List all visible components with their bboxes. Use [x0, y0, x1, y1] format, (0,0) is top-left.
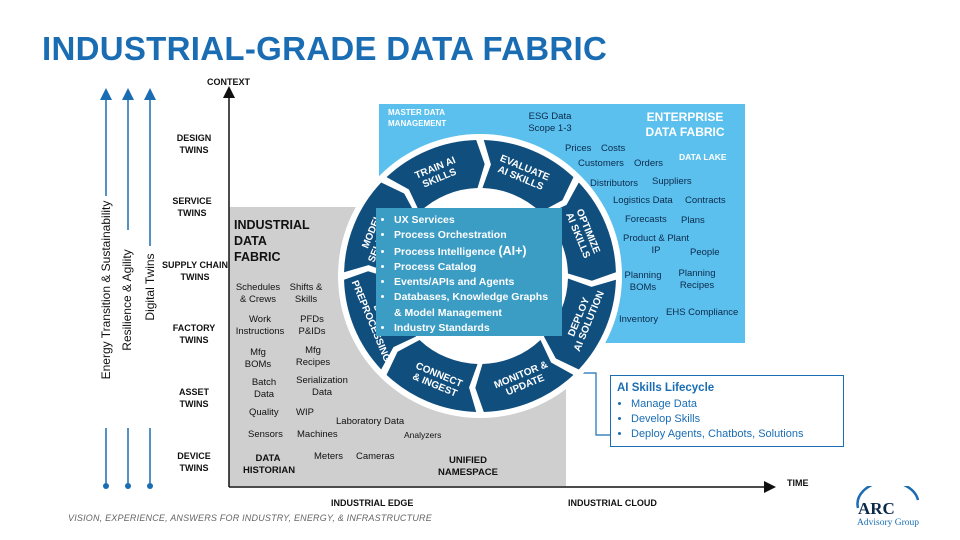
- ent-people: People: [690, 247, 720, 258]
- ent-orders: Orders: [634, 158, 664, 169]
- ring-segment: [386, 339, 478, 412]
- item-pfds: PFDs P&IDs: [298, 314, 326, 337]
- enterprise-fabric-title: ENTERPRISE DATA FABRIC: [645, 110, 725, 139]
- item-shifts: Shifts & Skills: [289, 282, 323, 305]
- item-work-instructions: Work Instructions: [235, 314, 285, 337]
- lifecycle-title: AI Skills Lifecycle: [617, 382, 715, 394]
- resilience-label: Resilience & Agility: [120, 249, 134, 351]
- core-ux: UX Services: [394, 213, 574, 228]
- item-sensors: Sensors: [248, 429, 283, 440]
- lifecycle-connector: [580, 372, 610, 436]
- ent-product-ip: Product & Plant IP: [622, 233, 689, 256]
- ring-segment: [543, 182, 616, 281]
- footer-tagline: VISION, EXPERIENCE, ANSWERS FOR INDUSTRY…: [68, 513, 432, 523]
- digital-twins-label: Digital Twins: [143, 253, 157, 321]
- item-laboratory: Laboratory Data: [336, 416, 405, 427]
- page-title: INDUSTRIAL-GRADE DATA FABRIC: [42, 30, 608, 67]
- ai-plus-badge: (AI+): [498, 243, 527, 258]
- item-machines: Machines: [297, 429, 338, 440]
- ent-plans: Plans: [681, 215, 705, 226]
- core-databases: Databases, Knowledge Graphs& Model Manag…: [394, 290, 574, 321]
- core-catalog: Process Catalog: [394, 260, 574, 275]
- lifecycle-items: Manage Data Develop Skills Deploy Agents…: [617, 397, 803, 442]
- industrial-edge-label: INDUSTRIAL EDGE: [331, 498, 414, 508]
- item-quality: Quality: [249, 407, 279, 418]
- core-intelligence: Process Intelligence (AI+): [394, 244, 574, 260]
- industrial-cloud-label: INDUSTRIAL CLOUD: [568, 498, 657, 508]
- core-services-list: UX Services Process Orchestration Proces…: [382, 213, 574, 336]
- item-wip: WIP: [296, 407, 314, 418]
- ent-forecasts: Forecasts: [625, 214, 667, 225]
- industrial-fabric-title: INDUSTRIAL DATA FABRIC: [234, 218, 310, 264]
- data-lake-label: DATA LAKE: [679, 152, 727, 162]
- lifecycle-item: Develop Skills: [631, 412, 803, 427]
- lifecycle-item: Deploy Agents, Chatbots, Solutions: [631, 427, 803, 442]
- lifecycle-item: Manage Data: [631, 397, 803, 412]
- ent-planning-boms: Planning BOMs: [624, 270, 662, 293]
- core-orchestration: Process Orchestration: [394, 228, 574, 243]
- ring-segment: [543, 278, 616, 370]
- ring-segment: [482, 140, 574, 213]
- arc-logo-icon: [856, 486, 920, 509]
- twin-factory: FACTORY TWINS: [172, 323, 216, 345]
- item-batch-data: Batch Data: [251, 377, 277, 400]
- ent-suppliers: Suppliers: [652, 176, 692, 187]
- ent-planning-recipes: Planning Recipes: [678, 268, 716, 291]
- item-mfg-boms: Mfg BOMs: [244, 347, 272, 370]
- ring-segment: [386, 140, 485, 213]
- ent-costs: Costs: [601, 143, 626, 154]
- arc-logo-sub: Advisory Group: [857, 518, 920, 528]
- x-axis-label: TIME: [787, 478, 809, 488]
- item-meters: Meters: [314, 451, 344, 462]
- ent-esg: ESG Data Scope 1-3: [528, 111, 572, 134]
- arc-logo-main: ARC: [858, 499, 895, 518]
- ent-distributors: Distributors: [590, 178, 639, 189]
- lifecycle-legend: AI Skills Lifecycle Manage Data Develop …: [610, 375, 844, 447]
- core-services-box: [376, 208, 562, 336]
- ent-inventory: Inventory: [619, 314, 659, 325]
- ent-contracts: Contracts: [685, 195, 726, 206]
- ring-segment: [475, 339, 574, 412]
- unified-namespace: UNIFIED NAMESPACE: [438, 455, 498, 478]
- item-serialization: Serialization Data: [296, 375, 348, 398]
- ent-ehs: EHS Compliance: [666, 307, 739, 318]
- core-events: Events/APIs and Agents: [394, 275, 574, 290]
- twin-design: DESIGN TWINS: [176, 133, 212, 155]
- twin-supply-chain: SUPPLY CHAIN TWINS: [161, 260, 229, 282]
- ent-prices: Prices: [565, 143, 592, 154]
- twin-service: SERVICE TWINS: [172, 196, 212, 218]
- twin-device: DEVICE TWINS: [177, 451, 211, 473]
- item-cameras: Cameras: [356, 451, 395, 462]
- ent-logistics: Logistics Data: [613, 195, 673, 206]
- ent-customers: Customers: [578, 158, 624, 169]
- energy-transition-label: Energy Transition & Sustainability: [99, 200, 113, 380]
- data-historian: DATA HISTORIAN: [243, 453, 296, 476]
- twin-asset: ASSET TWINS: [178, 387, 209, 409]
- core-standards: Industry Standards: [394, 321, 574, 336]
- item-mfg-recipes: Mfg Recipes: [295, 345, 331, 368]
- item-schedules: Schedules & Crews: [235, 282, 281, 305]
- y-axis-label: CONTEXT: [207, 77, 251, 87]
- master-data-label: MASTER DATA MANAGEMENT: [388, 108, 447, 128]
- item-analyzers: Analyzers: [404, 430, 442, 440]
